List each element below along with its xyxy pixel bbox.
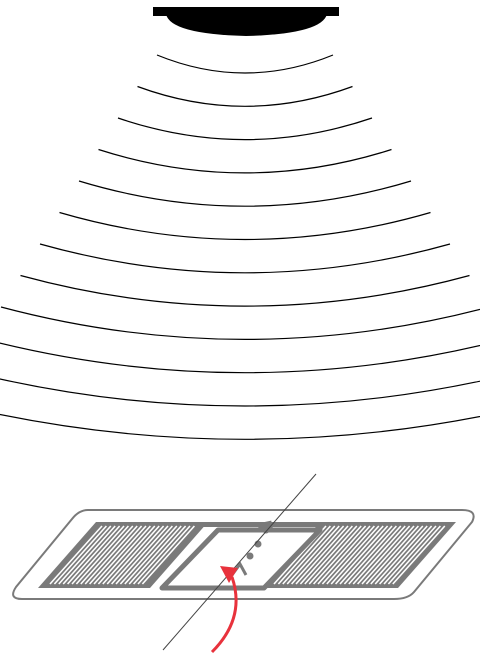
antenna-stripe	[348, 525, 402, 585]
antenna-stripe	[291, 525, 345, 585]
radio-wave-arc	[0, 378, 480, 407]
antenna-stripe	[383, 525, 437, 585]
antenna-stripe	[102, 525, 156, 585]
reader-bar	[153, 7, 339, 16]
radio-wave-arc	[78, 180, 412, 207]
antenna-stripe	[84, 525, 138, 585]
antenna-stripe	[67, 525, 121, 585]
antenna-stripe	[357, 525, 411, 585]
antenna-stripe	[299, 525, 353, 585]
antenna-stripe	[365, 525, 419, 585]
antenna-stripe	[387, 525, 441, 585]
antenna-stripe	[49, 525, 103, 585]
antenna-stripe	[89, 525, 143, 585]
antenna-stripe	[392, 525, 446, 585]
tag-antenna-left-stripes	[49, 525, 195, 585]
rotation-arrow-shaft	[210, 576, 238, 654]
radio-wave-arc	[137, 85, 353, 107]
antenna-stripe	[128, 525, 182, 585]
antenna-reader-icon	[153, 7, 339, 36]
antenna-stripe	[106, 525, 160, 585]
antenna-stripe	[361, 525, 415, 585]
antenna-stripe	[313, 525, 367, 585]
radio-wave-arc	[156, 54, 334, 74]
radio-wave-arc	[98, 148, 392, 174]
radio-wave-arc	[117, 117, 373, 141]
radio-wave-group	[0, 54, 480, 440]
rotation-arrow-head	[220, 566, 238, 583]
antenna-stripe	[71, 525, 125, 585]
radio-wave-arc	[20, 274, 470, 307]
antenna-stripe	[137, 525, 191, 585]
antenna-stripe	[62, 525, 116, 585]
antenna-stripe	[374, 525, 428, 585]
antenna-stripe	[141, 525, 195, 585]
antenna-stripe	[115, 525, 169, 585]
tag-contact-3	[246, 552, 254, 560]
antenna-stripe	[379, 525, 433, 585]
antenna-stripe	[75, 525, 129, 585]
antenna-stripe	[330, 525, 384, 585]
antenna-stripe	[53, 525, 107, 585]
antenna-stripe	[343, 525, 397, 585]
rfid-tag-icon	[12, 509, 475, 600]
radio-wave-arc	[0, 306, 480, 340]
tag-contact-1	[262, 526, 270, 534]
radio-wave-arc	[0, 342, 480, 374]
rotation-arrow-icon	[210, 566, 238, 654]
antenna-stripe	[317, 525, 371, 585]
radio-wave-arc	[0, 413, 480, 440]
antenna-stripe	[282, 525, 336, 585]
antenna-stripe	[370, 525, 424, 585]
antenna-stripe	[286, 525, 340, 585]
rotation-axis-line	[162, 473, 317, 651]
antenna-stripe	[352, 525, 406, 585]
tag-center-loop	[159, 527, 323, 591]
antenna-stripe	[111, 525, 165, 585]
antenna-stripe	[58, 525, 112, 585]
antenna-stripe	[308, 525, 362, 585]
antenna-stripe	[80, 525, 134, 585]
antenna-stripe	[97, 525, 151, 585]
antenna-stripe	[321, 525, 375, 585]
radio-wave-arc	[39, 243, 451, 274]
antenna-stripe	[277, 525, 331, 585]
reader-dome	[166, 14, 327, 36]
antenna-stripe	[339, 525, 393, 585]
antenna-stripe	[119, 525, 173, 585]
antenna-stripe	[335, 525, 389, 585]
radio-wave-arc	[59, 211, 431, 241]
antenna-stripe	[93, 525, 147, 585]
antenna-stripe	[124, 525, 178, 585]
antenna-stripe	[326, 525, 380, 585]
antenna-stripe	[295, 525, 349, 585]
antenna-stripe	[304, 525, 358, 585]
tag-antenna-right-stripes	[273, 525, 446, 585]
antenna-stripe	[133, 525, 187, 585]
